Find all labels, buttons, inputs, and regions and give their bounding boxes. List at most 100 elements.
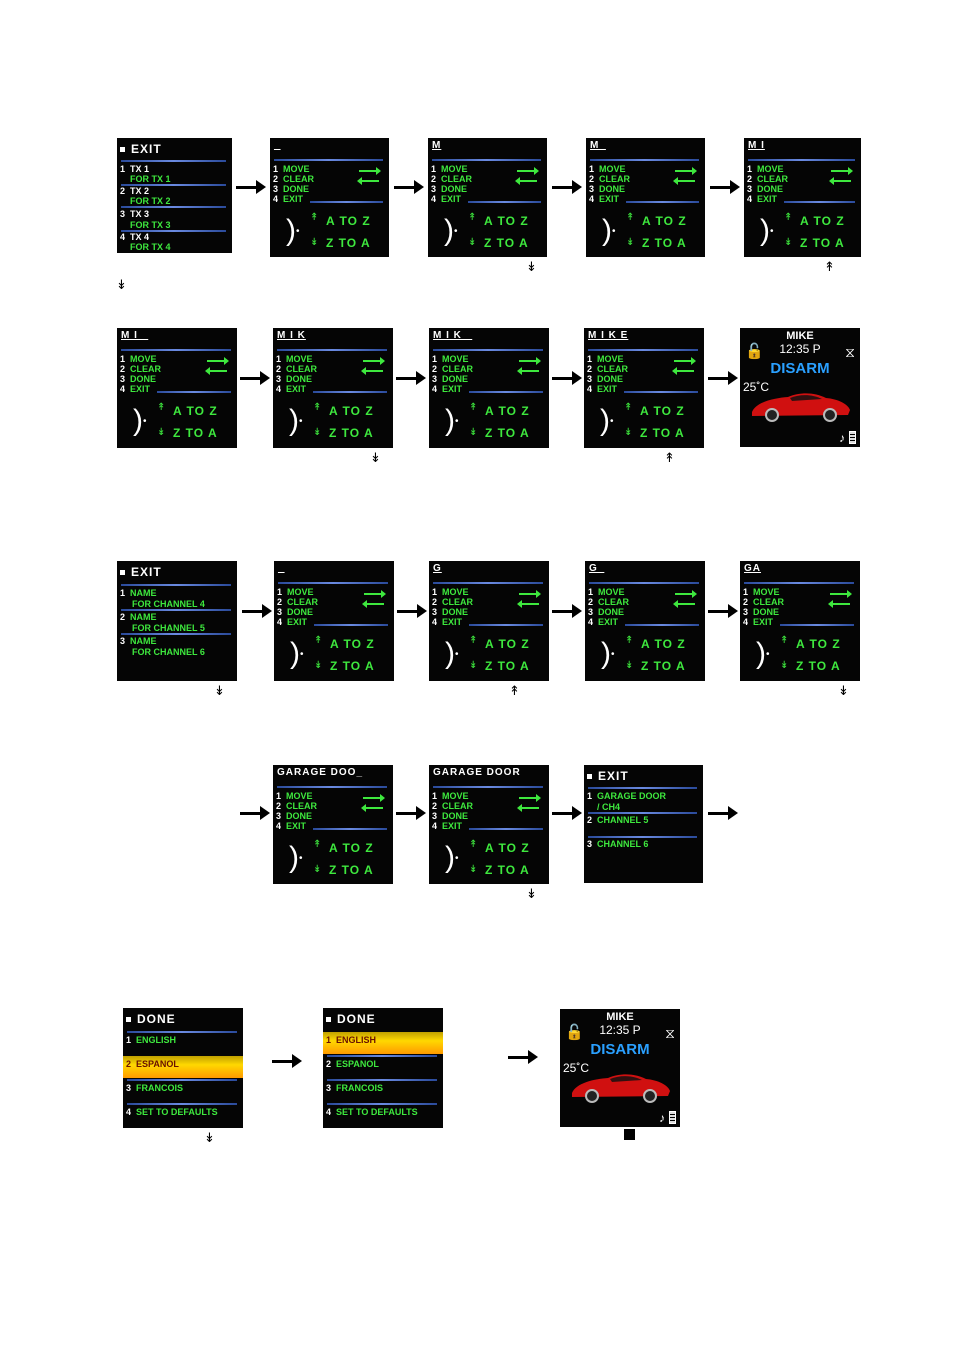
- sort-z-to-a[interactable]: Z TO A: [330, 659, 375, 673]
- sort-a-to-z[interactable]: A TO Z: [484, 214, 529, 228]
- sort-a-to-z[interactable]: A TO Z: [173, 404, 218, 418]
- sort-a-to-z[interactable]: A TO Z: [329, 841, 374, 855]
- sort-z-to-a[interactable]: Z TO A: [485, 659, 530, 673]
- sort-z-to-a[interactable]: Z TO A: [329, 863, 374, 877]
- sort-z-to-a[interactable]: Z TO A: [329, 426, 374, 440]
- sort-a-to-z[interactable]: A TO Z: [326, 214, 371, 228]
- sort-z-to-a[interactable]: Z TO A: [173, 426, 218, 440]
- sort-a-to-z[interactable]: A TO Z: [796, 637, 841, 651]
- sort-z-to-a[interactable]: Z TO A: [485, 426, 530, 440]
- sort-a-to-z[interactable]: A TO Z: [485, 404, 530, 418]
- sort-a-to-z[interactable]: A TO Z: [640, 404, 685, 418]
- sort-z-to-a[interactable]: Z TO A: [640, 426, 685, 440]
- sort-a-to-z[interactable]: A TO Z: [800, 214, 845, 228]
- sort-a-to-z[interactable]: A TO Z: [641, 637, 686, 651]
- sort-z-to-a[interactable]: Z TO A: [484, 236, 529, 250]
- sort-a-to-z[interactable]: A TO Z: [485, 841, 530, 855]
- sort-z-to-a[interactable]: Z TO A: [641, 659, 686, 673]
- sort-a-to-z[interactable]: A TO Z: [485, 637, 530, 651]
- sort-z-to-a[interactable]: Z TO A: [485, 863, 530, 877]
- sort-z-to-a[interactable]: Z TO A: [796, 659, 841, 673]
- sort-z-to-a[interactable]: Z TO A: [800, 236, 845, 250]
- sort-a-to-z[interactable]: A TO Z: [330, 637, 375, 651]
- sort-a-to-z[interactable]: A TO Z: [329, 404, 374, 418]
- sort-a-to-z[interactable]: A TO Z: [642, 214, 687, 228]
- sort-z-to-a[interactable]: Z TO A: [326, 236, 371, 250]
- sort-z-to-a[interactable]: Z TO A: [642, 236, 687, 250]
